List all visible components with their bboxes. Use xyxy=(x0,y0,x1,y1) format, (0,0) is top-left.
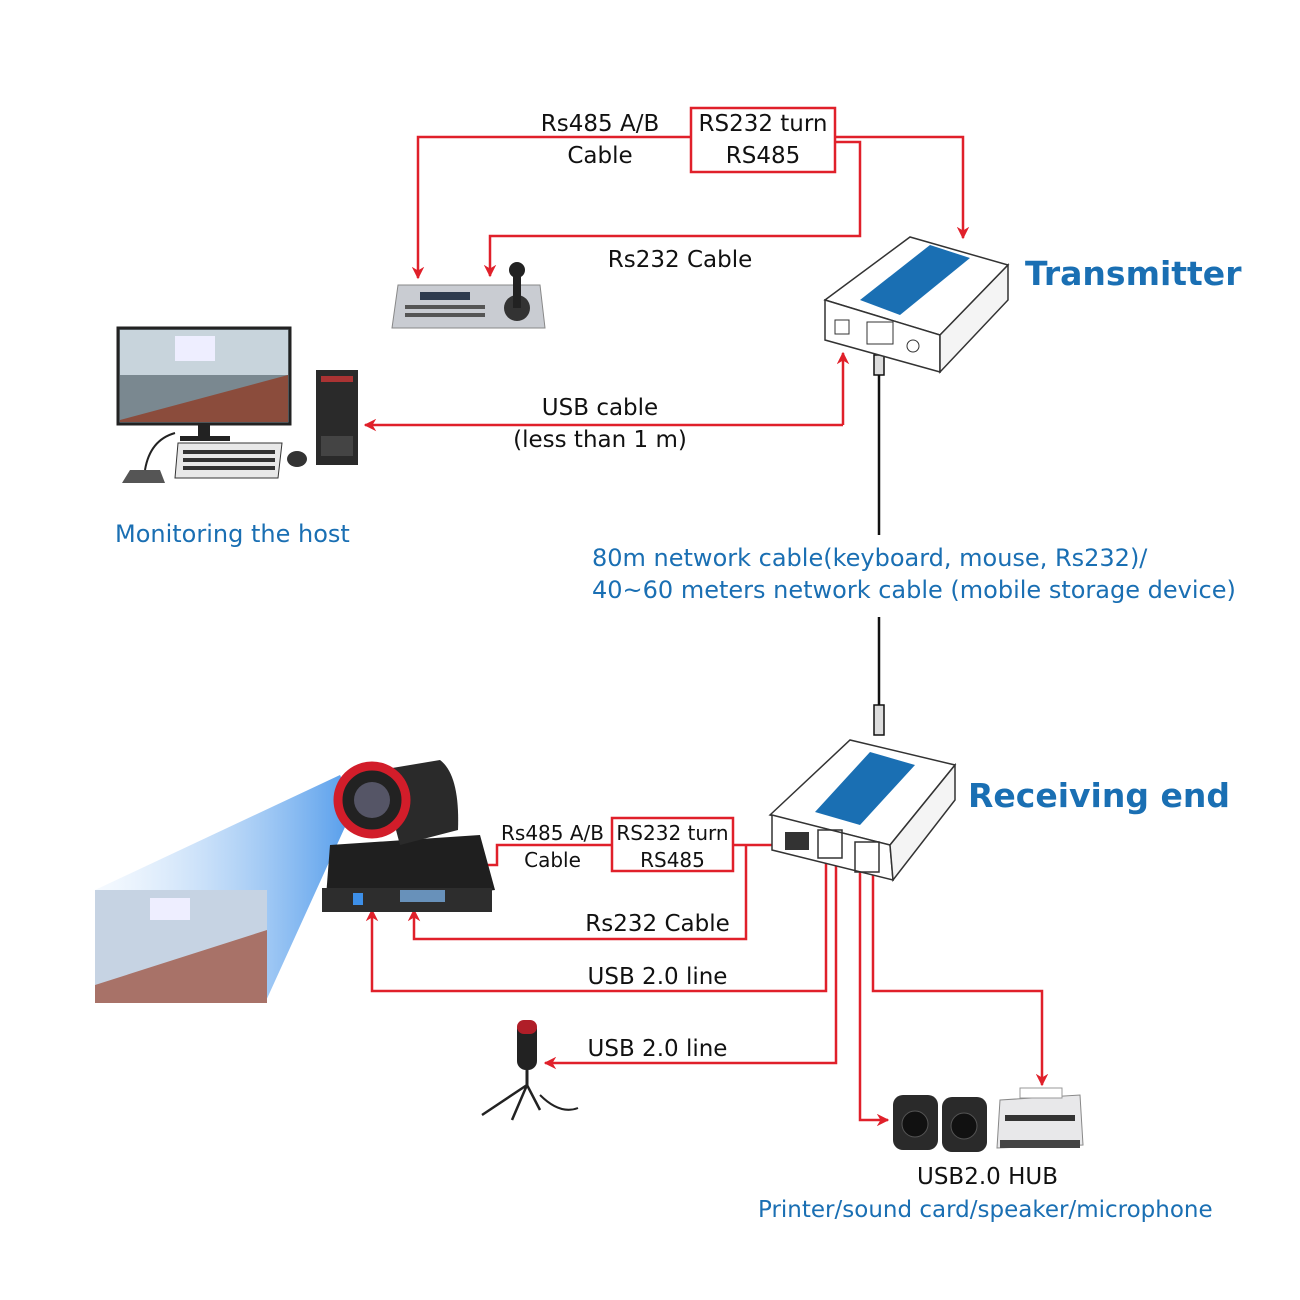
hub-devices-label: Printer/sound card/speaker/microphone xyxy=(758,1197,1213,1223)
speakers-icon xyxy=(893,1095,987,1152)
microphone-icon xyxy=(481,1020,579,1121)
label-line: Rs485 A/B xyxy=(540,111,660,137)
receiving-end-label: Receiving end xyxy=(968,776,1230,815)
label-line: 80m network cable(keyboard, mouse, Rs232… xyxy=(592,544,1148,572)
usb-cable-label: USB cable (less than 1 m) xyxy=(480,392,720,456)
desktop-computer-icon xyxy=(116,326,358,483)
label-line: Cable xyxy=(524,848,581,872)
label-line: 40~60 meters network cable (mobile stora… xyxy=(592,576,1236,604)
network-cable xyxy=(873,354,885,736)
label-line: (less than 1 m) xyxy=(513,427,687,453)
top-rs232-cable-label: Rs232 Cable xyxy=(607,247,753,273)
receiver-box-icon xyxy=(768,739,957,882)
bottom-rs485-cable-label: Rs485 A/B Cable xyxy=(495,820,610,874)
ptz-keyboard-controller-icon xyxy=(391,262,546,329)
ptz-camera-icon xyxy=(322,760,495,912)
host-label: Monitoring the host xyxy=(115,520,350,548)
usb-line-mic-label: USB 2.0 line xyxy=(587,1036,728,1062)
usb-line-camera-label: USB 2.0 line xyxy=(587,964,728,990)
top-converter-box-border xyxy=(689,106,837,174)
usb-hub-label: USB2.0 HUB xyxy=(916,1164,1058,1190)
conference-room-photo-icon xyxy=(95,775,355,1003)
red-connection-lines xyxy=(363,106,1049,1127)
network-cable-label: 80m network cable(keyboard, mouse, Rs232… xyxy=(592,542,1236,606)
top-rs485-cable-label: Rs485 A/B Cable xyxy=(520,108,680,172)
label-line: USB cable xyxy=(541,395,659,421)
label-line: RS485 xyxy=(725,143,801,169)
transmitter-label: Transmitter xyxy=(1025,254,1242,293)
label-line: Rs485 A/B xyxy=(501,821,604,845)
transmitter-box-icon xyxy=(823,236,1010,374)
label-line: RS485 xyxy=(640,848,705,872)
printer-icon xyxy=(996,1087,1084,1149)
label-line: RS232 turn xyxy=(616,821,729,845)
label-line: RS232 turn xyxy=(698,111,828,137)
bottom-rs232-cable-label: Rs232 Cable xyxy=(585,911,730,937)
label-line: Cable xyxy=(567,143,633,169)
